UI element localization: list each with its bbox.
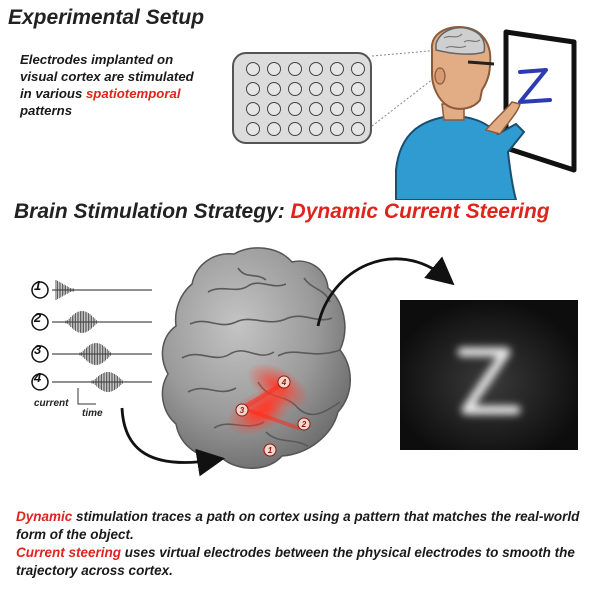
electrode xyxy=(267,82,281,96)
electrode xyxy=(246,82,260,96)
setup-desc-line2: visual cortex are stimulated xyxy=(20,69,194,84)
setup-description: Electrodes implanted on visual cortex ar… xyxy=(20,51,240,119)
arrow-cortex-to-percept xyxy=(316,256,455,327)
cortex-marker-4-label: 4 xyxy=(281,378,287,387)
electrode xyxy=(309,62,323,76)
electrode xyxy=(267,62,281,76)
footer-steering-text: uses virtual electrodes between the phys… xyxy=(16,545,575,578)
setup-desc-line3: in various spatiotemporal xyxy=(20,85,240,102)
electrode xyxy=(330,122,344,136)
electrode xyxy=(288,102,302,116)
setup-desc-line3-prefix: in various xyxy=(20,86,86,101)
cortex-marker-3 xyxy=(235,403,249,417)
waveform-label-2: 2 xyxy=(34,310,42,325)
electrode xyxy=(351,102,365,116)
percept-panel xyxy=(400,300,578,450)
stimulation-path xyxy=(226,362,309,436)
electrode xyxy=(330,102,344,116)
cortex-marker-1-label: 1 xyxy=(268,446,273,455)
stimulation-waveforms xyxy=(31,280,152,405)
electrode xyxy=(330,82,344,96)
footer-dynamic-highlight: Dynamic xyxy=(16,509,73,524)
electrode xyxy=(288,62,302,76)
footer-dynamic-text: stimulation traces a path on cortex usin… xyxy=(16,509,580,542)
setup-desc-highlight: spatiotemporal xyxy=(85,86,181,101)
cortex-marker-2 xyxy=(297,417,311,431)
arrow-waveforms-to-cortex xyxy=(120,407,226,477)
footer-steering-highlight: Current steering xyxy=(16,545,122,560)
hand xyxy=(484,101,521,135)
electrode xyxy=(351,62,365,76)
drawn-z-icon xyxy=(518,68,552,104)
electrode xyxy=(309,82,323,96)
electrode xyxy=(246,62,260,76)
cortex-illustration: 1 2 3 4 xyxy=(161,247,351,469)
waveform-marker-circle xyxy=(31,373,49,391)
perceived-z-icon xyxy=(457,347,521,415)
axis-time-label: time xyxy=(82,408,103,419)
cortex-markers: 1 2 3 4 xyxy=(235,375,311,457)
waveform-pulses-2 xyxy=(65,311,97,333)
shirt xyxy=(395,114,526,200)
glasses-icon xyxy=(467,60,495,66)
electrode-array xyxy=(232,52,372,144)
electrode xyxy=(351,122,365,136)
waveform-pulses-1 xyxy=(55,280,75,300)
footer-description: Dynamic stimulation traces a path on cor… xyxy=(16,508,588,580)
footer-paragraph-dynamic: Dynamic stimulation traces a path on cor… xyxy=(16,508,588,544)
setup-title: Experimental Setup xyxy=(8,6,205,29)
axis-current-label: current xyxy=(34,398,69,409)
electrode xyxy=(330,62,344,76)
electrode-grid xyxy=(246,62,370,138)
waveform-pulses-4 xyxy=(91,372,123,392)
cortex-marker-1 xyxy=(263,443,277,457)
ear xyxy=(434,67,446,85)
electrode xyxy=(309,122,323,136)
glow-line xyxy=(236,380,300,430)
electrode xyxy=(246,122,260,136)
cortex-marker-2-label: 2 xyxy=(301,420,307,429)
participant-illustration xyxy=(371,26,577,200)
footer-paragraph-steering: Current steering uses virtual electrodes… xyxy=(16,544,588,580)
waveform-marker-circle xyxy=(31,281,49,299)
electrode xyxy=(267,102,281,116)
electrode xyxy=(288,82,302,96)
projection-line-top xyxy=(371,49,441,57)
electrode xyxy=(309,102,323,116)
waveform-label-1: 1 xyxy=(34,278,42,293)
strategy-title-prefix: Brain Stimulation Strategy: xyxy=(14,200,291,223)
electrode xyxy=(288,122,302,136)
glow-segment-3 xyxy=(242,382,290,430)
waveform-label-3: 3 xyxy=(34,342,42,357)
brain-folds xyxy=(443,33,481,49)
waveform-marker-circle xyxy=(31,313,49,331)
waveform-marker-circle xyxy=(31,345,49,363)
waveform-label-4: 4 xyxy=(34,370,42,385)
setup-desc-line1: Electrodes implanted on xyxy=(20,52,174,67)
waveform-pulses-3 xyxy=(79,343,111,365)
cortex-marker-3-label: 3 xyxy=(240,406,245,415)
electrode xyxy=(267,122,281,136)
electrode xyxy=(246,102,260,116)
cortex-marker-4 xyxy=(277,375,291,389)
cortex xyxy=(161,247,351,469)
projection-line-bottom xyxy=(371,71,443,127)
electrode xyxy=(351,82,365,96)
strategy-title: Brain Stimulation Strategy: Dynamic Curr… xyxy=(14,200,550,224)
setup-desc-line4: patterns xyxy=(20,103,73,118)
strategy-title-highlight: Dynamic Current Steering xyxy=(290,200,550,223)
waveform-axis xyxy=(77,388,96,405)
